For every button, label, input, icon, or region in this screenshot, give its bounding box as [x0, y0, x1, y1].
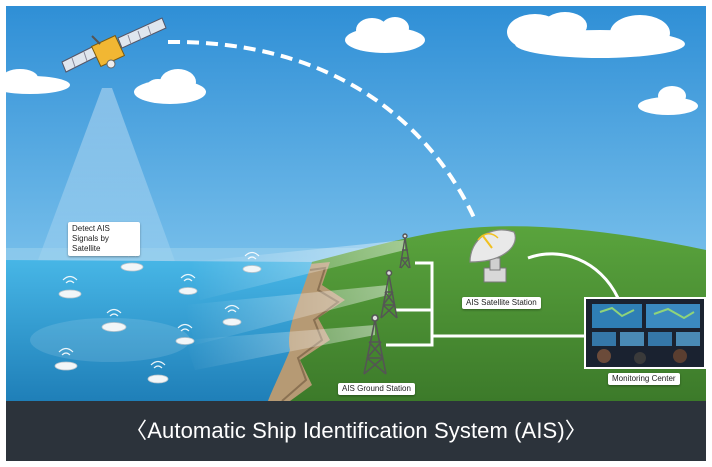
radio-tower-icon [363, 314, 387, 375]
caption-bar: 〈Automatic Ship Identification System (A… [6, 401, 706, 461]
cloud-icon [638, 86, 698, 115]
network-links [386, 252, 620, 347]
satellite-icon [61, 17, 167, 73]
satellite-station-label: AIS Satellite Station [462, 297, 541, 309]
detect-signals-label: Detect AIS Signals by Satellite [68, 222, 140, 256]
monitoring-center-label: Monitoring Center [608, 373, 680, 385]
ground-station-label: AIS Ground Station [338, 383, 415, 395]
caption-title: 〈Automatic Ship Identification System (A… [125, 418, 587, 443]
satellite-link [167, 39, 478, 223]
satellite-dish-icon [469, 229, 516, 283]
sea [6, 260, 312, 401]
cloud-icon [345, 17, 425, 53]
monitor-wall-icon [584, 297, 706, 369]
cloud-icon [507, 12, 685, 58]
radio-tower-icon [399, 233, 411, 269]
cloud-icon [0, 69, 70, 94]
cloud-icon [134, 69, 206, 104]
ship-icon [54, 262, 262, 384]
radio-tower-icon [380, 269, 398, 319]
